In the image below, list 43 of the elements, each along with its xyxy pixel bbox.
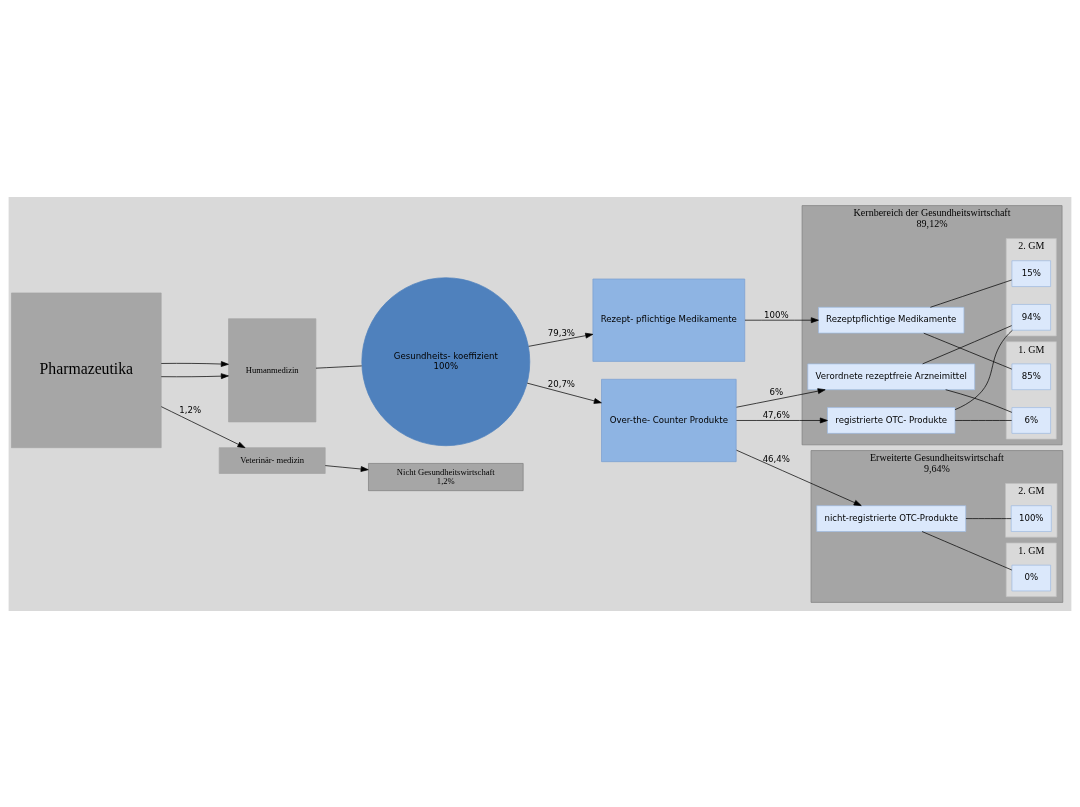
edge-label: 6% xyxy=(769,386,784,397)
arrow xyxy=(736,417,828,423)
arrow xyxy=(528,332,594,347)
node-box: registrierte OTC- Produkte xyxy=(827,406,956,434)
node-circle: Gesundheits- koeffizient 100% xyxy=(361,276,531,446)
arrow xyxy=(744,316,819,323)
connector xyxy=(954,329,1013,410)
node-box: Over-the- Counter Produkte xyxy=(601,378,737,462)
connector xyxy=(945,388,1013,413)
node-box: Nicht Gesundheitswirtschaft 1,2% xyxy=(368,462,524,491)
node-box: Humanmedizin xyxy=(228,317,317,422)
edge-label: 1,2% xyxy=(179,404,202,415)
node-box: Verordnete rezeptfreie Arzneimittel xyxy=(807,363,976,390)
arrow xyxy=(736,449,862,506)
node-box: 100% xyxy=(1010,504,1052,532)
connector xyxy=(954,419,1013,421)
node-box: Rezeptpflichtige Medikamente xyxy=(818,306,965,333)
arrow xyxy=(324,464,369,472)
node-box: Rezept- pflichtige Medikamente xyxy=(592,278,746,362)
node-box: 94% xyxy=(1011,303,1051,331)
node-box: 15% xyxy=(1011,259,1051,287)
connector xyxy=(922,324,1013,364)
arrow xyxy=(160,360,229,367)
arrow xyxy=(160,405,246,448)
node-box: Pharmazeutika xyxy=(11,292,162,448)
node-box: Veterinär- medizin xyxy=(218,446,326,474)
node-box: 85% xyxy=(1011,363,1051,390)
edge-label: 46,4% xyxy=(762,453,790,464)
connector xyxy=(315,365,363,369)
node-box: 0% xyxy=(1011,564,1051,591)
edge-label: 47,6% xyxy=(762,409,790,420)
connector xyxy=(921,530,1013,570)
connector xyxy=(965,517,1012,519)
arrow xyxy=(526,382,602,404)
connector xyxy=(930,279,1013,308)
edge-label: 79,3% xyxy=(547,327,576,338)
edge-label: 20,7% xyxy=(547,378,576,389)
arrow xyxy=(160,372,229,379)
connector xyxy=(923,332,1013,370)
arrow xyxy=(736,387,826,408)
node-box: nicht-registrierte OTC-Produkte xyxy=(816,504,967,532)
node-box: 6% xyxy=(1011,406,1051,434)
edge-label: 100% xyxy=(764,309,789,320)
